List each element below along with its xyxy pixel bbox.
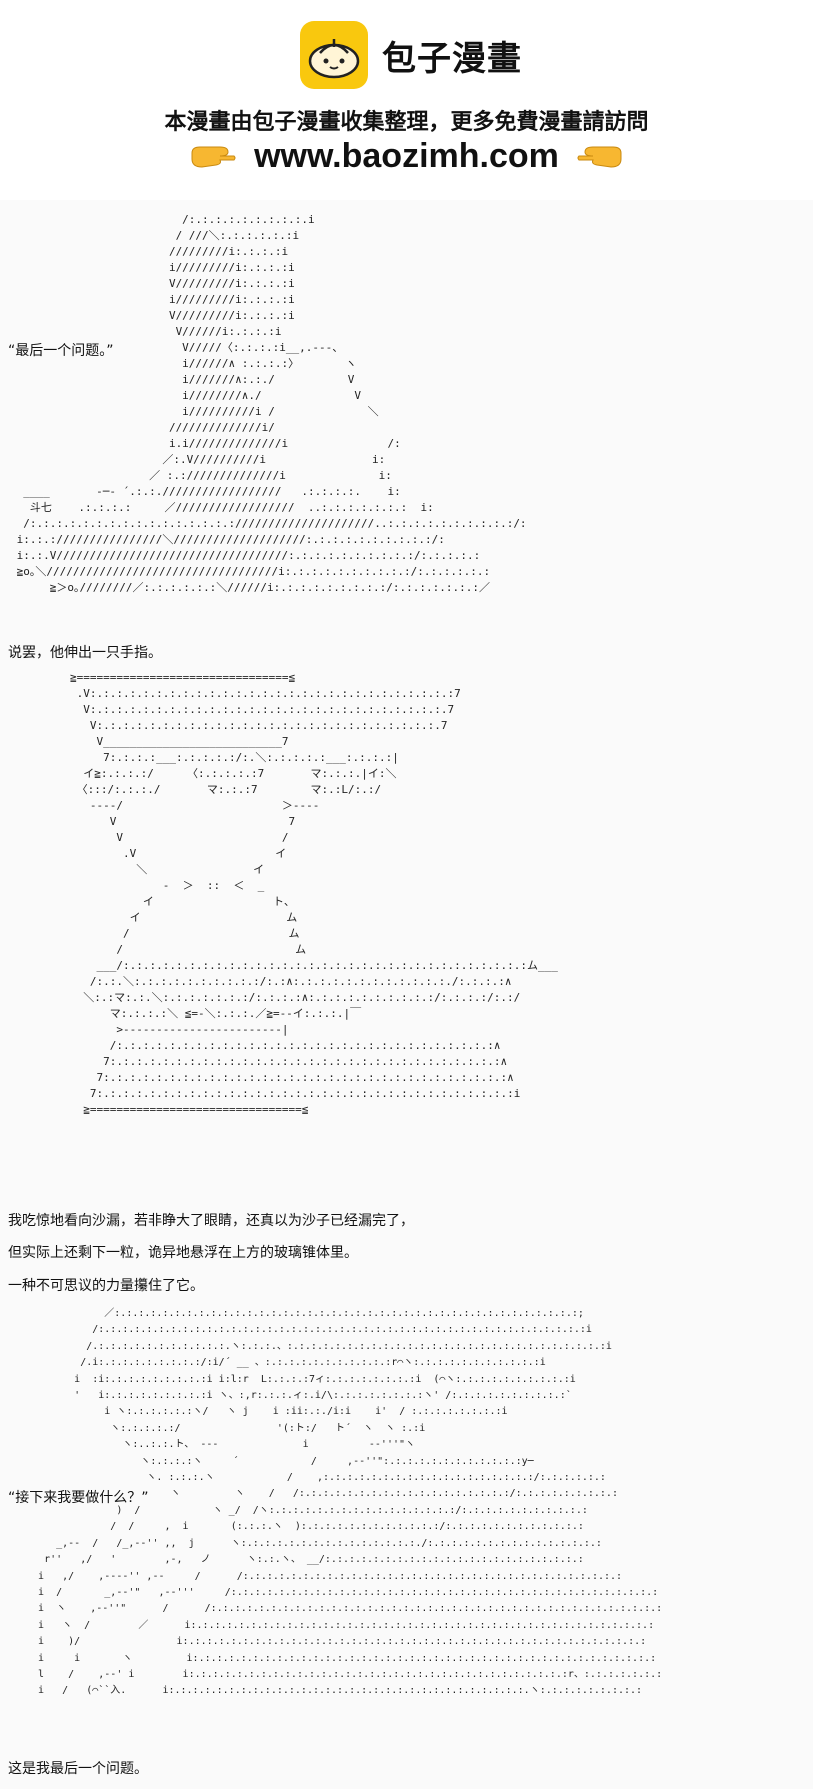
site-url-row: www.baozimh.com — [0, 134, 813, 178]
site-name: 包子漫畫 — [382, 38, 522, 79]
caption-7: 这是我最后一个问题。 — [8, 1761, 148, 1777]
site-logo[interactable]: 包子漫畫 — [300, 20, 522, 90]
pointing-right-hand-icon — [191, 146, 236, 168]
caption-1: “最后一个问题。” — [8, 343, 114, 359]
ascii-art-hourglass-hand: /:.:.:.:.:.:.:.:.:.i / ///＼:.:.:.:.:.:i … — [16, 213, 527, 594]
caption-3: 我吃惊地看向沙漏，若非睁大了眼睛，还真以为沙子已经漏完了， — [8, 1213, 414, 1229]
comic-panel: /:.:.:.:.:.:.:.:.:.i / ///＼:.:.:.:.:.:i … — [0, 200, 813, 1789]
caption-2: 说罢，他伸出一只手指。 — [8, 645, 162, 661]
caption-4: 但实际上还剩下一粒，诡异地悬浮在上方的玻璃锥体里。 — [8, 1245, 358, 1261]
caption-5: 一种不可思议的力量攥住了它。 — [8, 1278, 204, 1294]
site-banner: 包子漫畫 本漫畫由包子漫畫收集整理，更多免費漫畫請訪問 www.baozimh.… — [0, 0, 813, 200]
ascii-art-figure: ／:.:.:.:.:.:.:.:.:.:.:.:.:.:.:.:.:.:.:.:… — [38, 1308, 663, 1697]
bun-mascot-icon — [300, 21, 368, 89]
site-url-link[interactable]: www.baozimh.com — [254, 136, 559, 175]
ascii-art-hourglass: ≧================================≦ .V:.:… — [70, 671, 558, 1116]
pointing-left-hand-icon — [577, 146, 622, 168]
site-tagline: 本漫畫由包子漫畫收集整理，更多免費漫畫請訪問 — [164, 110, 649, 135]
caption-6: “接下来我要做什么？” — [8, 1490, 149, 1506]
